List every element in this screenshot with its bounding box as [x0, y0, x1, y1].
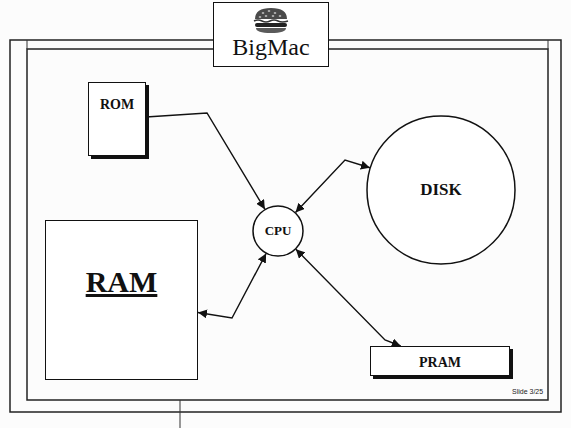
- node-label: BigMac: [232, 34, 309, 60]
- sesame-seed: [272, 15, 275, 17]
- node-label: PRAM: [419, 355, 461, 370]
- memory-box: PRAM: [370, 346, 510, 376]
- data-path-arrow: [146, 113, 265, 209]
- outer-frame: [10, 40, 561, 412]
- patty: [255, 23, 287, 27]
- frame-tick: [548, 40, 549, 49]
- storage-circle: DISK: [366, 115, 516, 265]
- data-path-arrow: [296, 160, 370, 212]
- slide-number: Slide 3/25: [512, 388, 543, 396]
- sesame-seed: [265, 15, 268, 17]
- cpu-circle: CPU: [252, 205, 304, 257]
- node-label: DISK: [420, 181, 462, 200]
- sesame-seed: [279, 15, 282, 17]
- circle-outline: [253, 206, 303, 256]
- frame-tick: [27, 40, 28, 49]
- memory-box: RAM: [45, 220, 198, 380]
- sesame-seed: [259, 16, 262, 18]
- lettuce: [254, 20, 288, 22]
- sesame-seed: [262, 12, 265, 14]
- node-label: RAM: [86, 265, 158, 298]
- frame-tick: [180, 400, 181, 428]
- data-path-arrow: [198, 254, 266, 318]
- burger-icon: [252, 6, 290, 34]
- node-label: CPU: [265, 224, 292, 238]
- sesame-seed: [274, 12, 277, 14]
- circle-outline: [367, 116, 515, 264]
- bun-bottom: [256, 28, 286, 33]
- inner-frame: [27, 49, 548, 400]
- memory-box: ROM: [88, 82, 146, 156]
- data-path-arrow: [296, 249, 401, 346]
- bun-top: [255, 8, 287, 19]
- sesame-seed: [268, 10, 271, 12]
- node-label: ROM: [100, 97, 134, 112]
- title-box: BigMac: [213, 2, 329, 67]
